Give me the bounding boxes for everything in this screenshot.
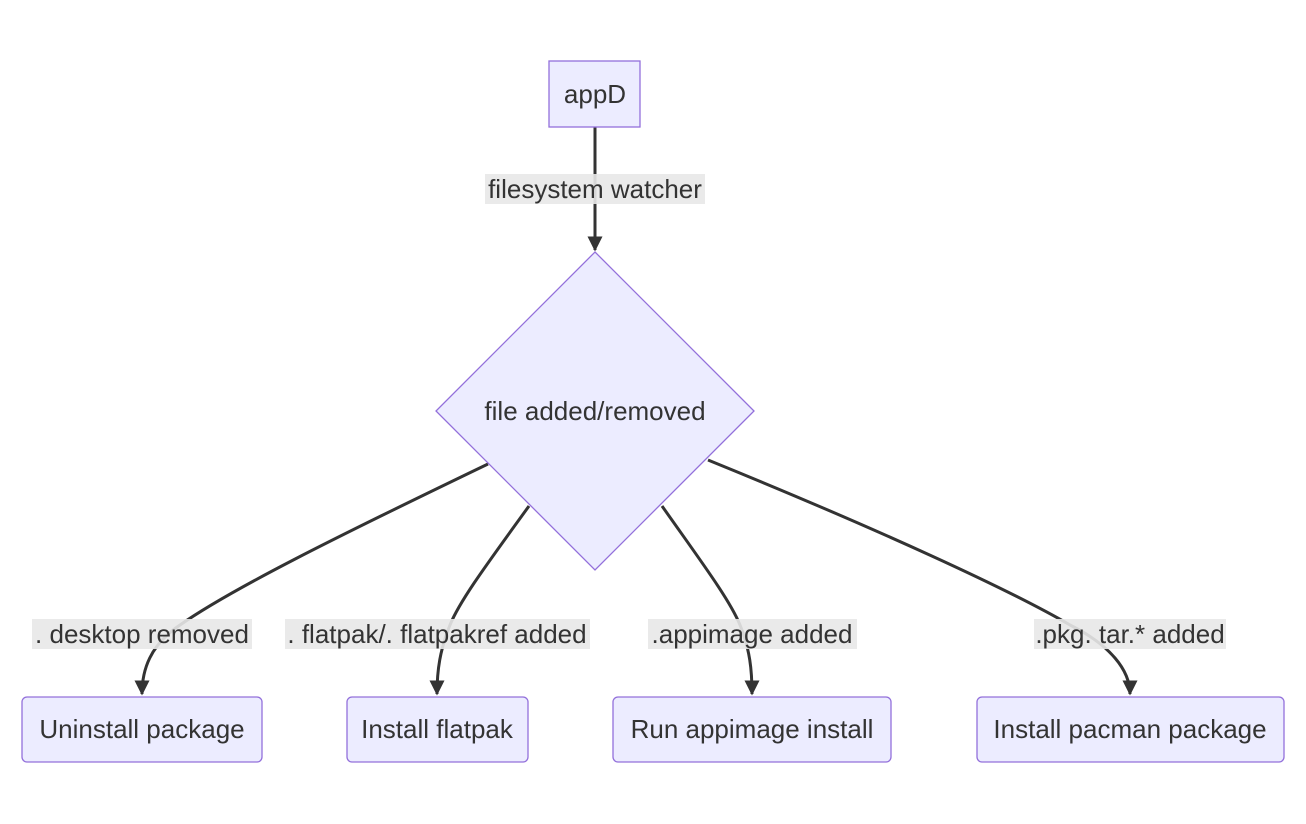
- edge-label-pkg-added-text: .pkg. tar.* added: [1035, 619, 1224, 649]
- node-install-flatpak: Install flatpak: [346, 696, 529, 763]
- node-install-pacman-package-label: Install pacman package: [993, 714, 1266, 744]
- node-install-pacman-package: Install pacman package: [976, 696, 1285, 763]
- edge-label-watcher-text: filesystem watcher: [488, 174, 702, 204]
- node-install-flatpak-label: Install flatpak: [361, 714, 514, 744]
- edge-label-appimage-added-text: .appimage added: [652, 619, 853, 649]
- node-run-appimage-install-label: Run appimage install: [631, 714, 874, 744]
- node-decision-label: file added/removed: [484, 396, 705, 426]
- edge-label-flatpak-added-text: . flatpak/. flatpakref added: [287, 619, 586, 649]
- node-uninstall-package: Uninstall package: [21, 696, 263, 763]
- edge-label-pkg-added: .pkg. tar.* added: [1034, 619, 1226, 649]
- node-decision: file added/removed: [435, 251, 755, 571]
- node-appd: appD: [548, 60, 641, 128]
- edge-label-appimage-added: .appimage added: [648, 619, 857, 649]
- node-uninstall-package-label: Uninstall package: [39, 714, 244, 744]
- edge-label-watcher: filesystem watcher: [485, 174, 705, 204]
- edge-decision-to-install-flatpak: [429, 505, 531, 696]
- edge-decision-to-uninstall: [134, 462, 489, 696]
- edge-label-desktop-removed-text: . desktop removed: [35, 619, 249, 649]
- edge-decision-to-install-pacman: [707, 458, 1138, 696]
- edge-decision-to-run-appimage: [660, 505, 760, 696]
- edge-label-desktop-removed: . desktop removed: [32, 619, 252, 649]
- node-run-appimage-install: Run appimage install: [612, 696, 892, 763]
- edge-label-flatpak-added: . flatpak/. flatpakref added: [285, 619, 590, 649]
- node-appd-label: appD: [564, 79, 626, 109]
